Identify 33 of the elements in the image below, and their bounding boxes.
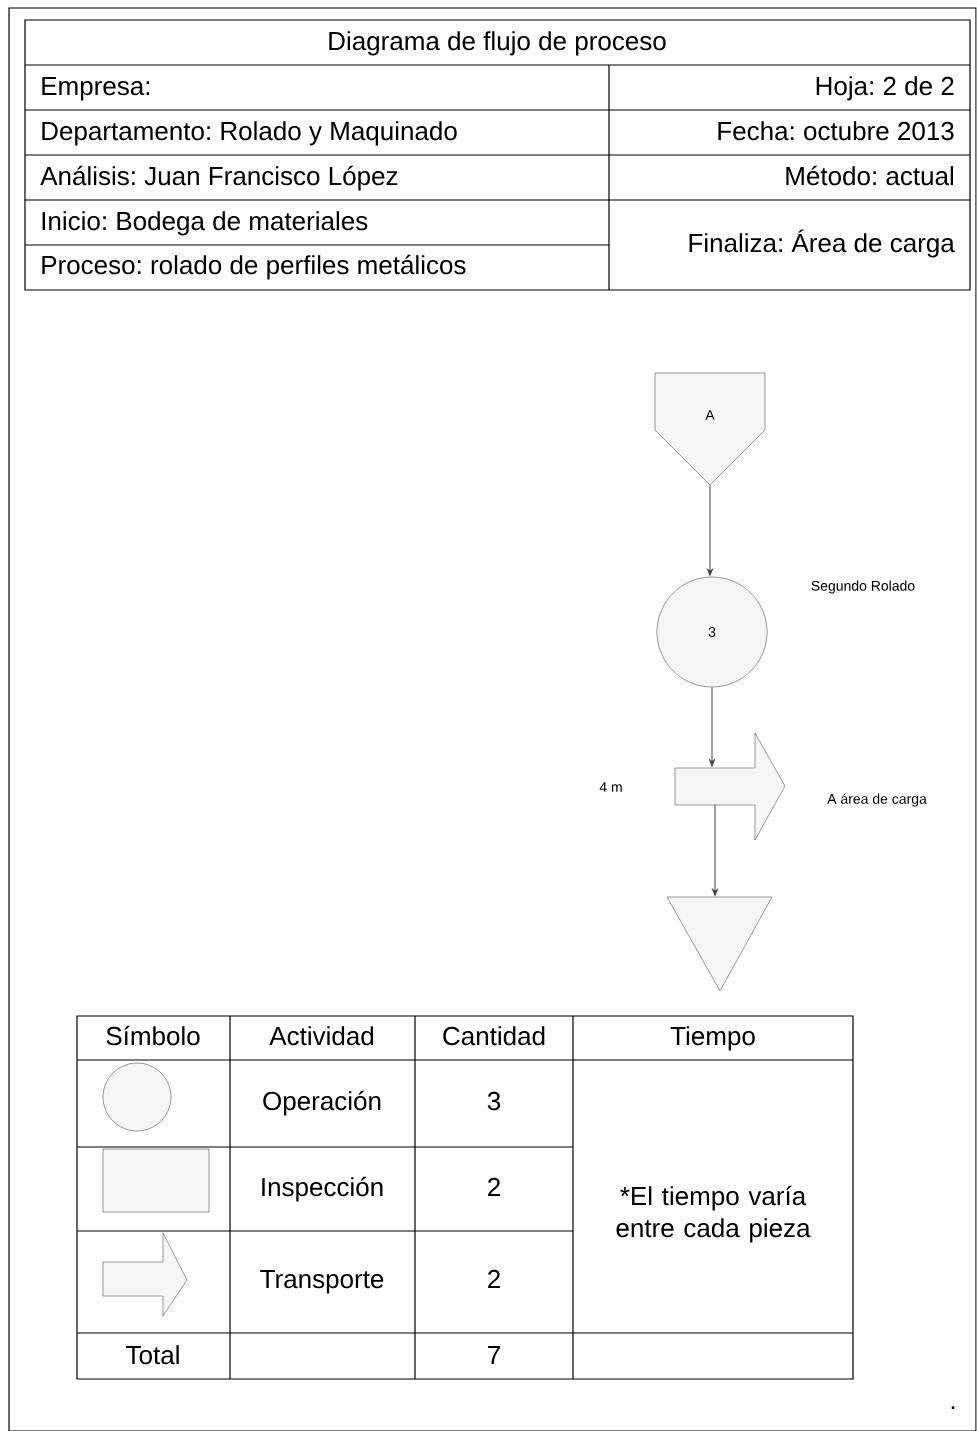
table-cell: Finaliza: Área de carga [689,229,955,258]
table-cell: Hoja: 2 de 2 [816,76,954,101]
table-cell: Transporte [260,1270,384,1294]
table-cell: Empresa: [42,77,150,101]
transport-symbol [674,732,786,841]
table-cell: Símbolo [106,1025,200,1046]
table-cell: Inspección [262,1176,383,1202]
arrow [707,484,713,576]
table-cell: Análisis: Juan Francisco López [40,165,398,191]
table-cell: Inicio: Bodega de materiales [42,211,368,236]
table-cell: Método: actual [786,165,954,186]
storage-triangle [666,896,773,992]
table-cell: 7 [488,1346,500,1364]
table-cell: Operación [263,1090,381,1116]
table-cell: Proceso: rolado de perfiles metálicos [42,254,466,280]
table-cell: *El tiempo varía entre cada pieza [616,1185,811,1243]
table-cell: 2 [488,1269,500,1288]
table-cell: Cantidad [443,1026,545,1046]
node-caption: Segundo Rolado [811,580,915,594]
table-cell: 3 [487,1091,501,1111]
arrow [709,686,715,767]
table-cell: Diagrama de flujo de proceso [329,31,666,56]
table-cell: Total [126,1345,179,1365]
table-cell: . [951,1406,955,1409]
table-cell: Actividad [269,1026,374,1046]
arrow [712,804,718,896]
table-cell: 2 [488,1177,500,1196]
off-page-connector: A [654,372,766,486]
table-cell: Departamento: Rolado y Maquinado [42,121,457,146]
table-cell: Tiempo [670,1026,755,1051]
node-caption: 4 m [599,782,622,792]
node-caption: A área de carga [827,793,927,807]
table-cell: Fecha: octubre 2013 [718,121,954,141]
